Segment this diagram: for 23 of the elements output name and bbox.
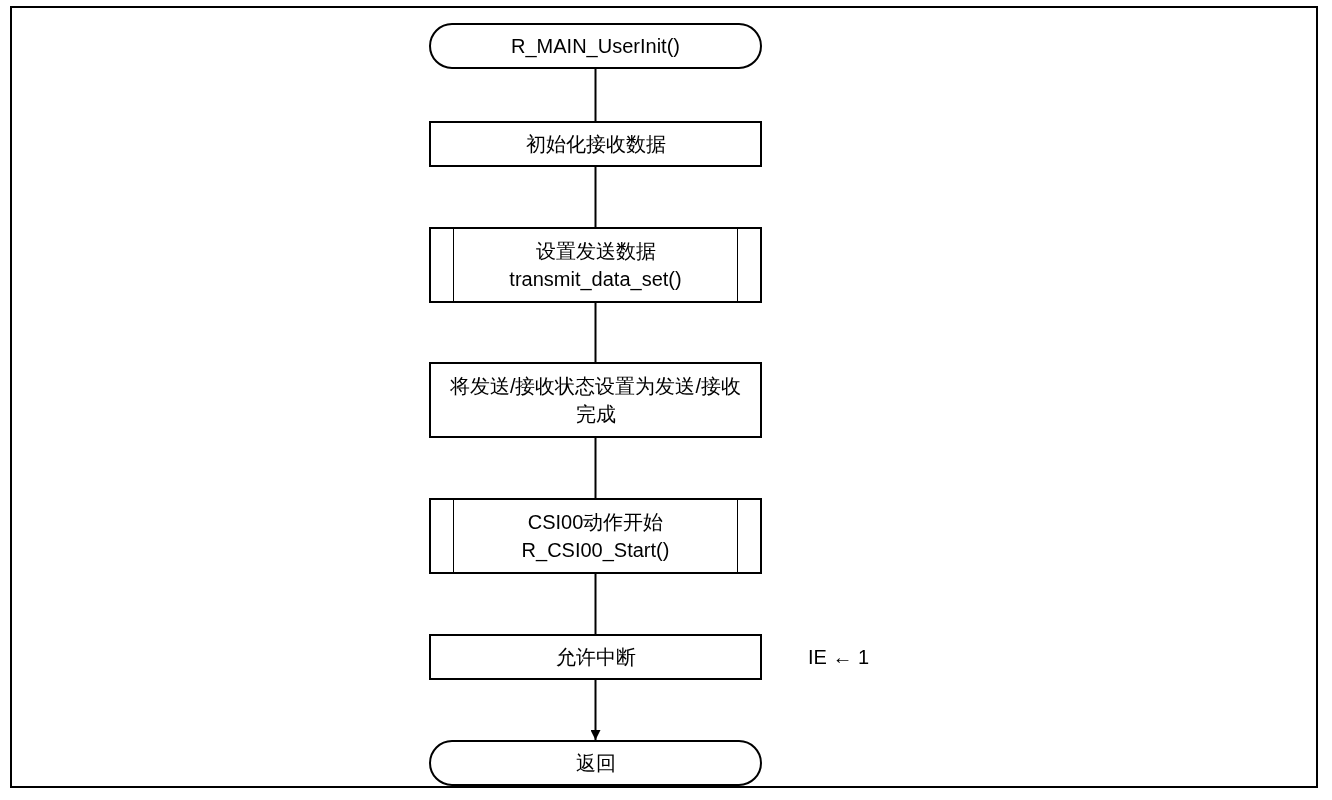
- subroutine-box: [429, 227, 762, 303]
- connector-line: [594, 166, 597, 228]
- subroutine-box: [429, 498, 762, 574]
- box-text: 允许中断: [555, 645, 636, 670]
- connector-line: [594, 68, 597, 122]
- process-box: [429, 362, 762, 438]
- connector-line: [594, 573, 597, 635]
- box-text: 初始化接收数据: [525, 132, 666, 157]
- register-note: IE ← 1: [808, 645, 870, 670]
- connector-line: [594, 302, 597, 363]
- process-box: [429, 634, 762, 680]
- box-text: 设置发送数据: [535, 239, 656, 264]
- arrow: [590, 679, 601, 741]
- box-text: CSI00动作开始: [527, 510, 664, 535]
- terminal-box: [429, 23, 762, 69]
- box-text: 返回: [575, 751, 616, 776]
- box-text: R_MAIN_UserInit(): [511, 34, 680, 60]
- box-text: transmit_data_set(): [509, 267, 682, 293]
- box-text: R_CSI00_Start(): [521, 538, 670, 564]
- connector-line: [594, 437, 597, 499]
- terminal-box: [429, 740, 762, 786]
- box-text: 将发送/接收状态设置为发送/接收完成: [448, 374, 743, 427]
- process-box: [429, 121, 762, 167]
